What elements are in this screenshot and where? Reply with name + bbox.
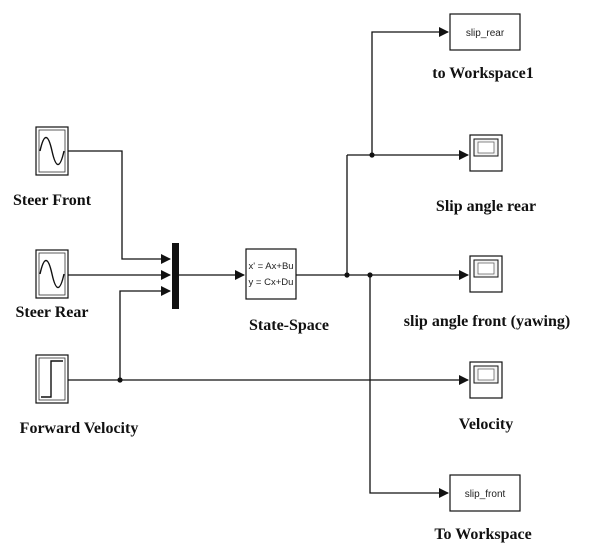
forward-velocity-label: Forward Velocity <box>19 420 139 437</box>
scope-velocity-block[interactable] <box>469 361 503 399</box>
signal-steer-front[interactable] <box>68 150 171 264</box>
state-space-eq-line1: x' = Ax+Bu <box>248 261 293 272</box>
sine-wave-icon <box>39 259 65 289</box>
steer-front-block[interactable] <box>35 126 69 176</box>
steer-rear-label: Steer Rear <box>15 304 89 321</box>
to-workspace1-var: slip_rear <box>466 28 505 39</box>
to-workspace-block[interactable]: slip_front <box>449 474 521 512</box>
step-icon <box>41 360 63 398</box>
steer-front-label: Steer Front <box>12 192 92 209</box>
sine-wave-icon <box>39 136 65 166</box>
scope-slip-rear-block[interactable] <box>469 134 503 172</box>
state-space-block[interactable]: x' = Ax+Bu y = Cx+Du <box>245 248 297 300</box>
junction-dot <box>369 152 375 158</box>
to-workspace1-label: to Workspace1 <box>432 65 534 82</box>
state-space-label: State-Space <box>249 317 329 334</box>
state-space-eq-line2: y = Cx+Du <box>249 277 294 288</box>
scope-slip-front-block[interactable] <box>469 255 503 293</box>
to-workspace1-block[interactable]: slip_rear <box>449 13 521 51</box>
forward-velocity-block[interactable] <box>35 354 69 404</box>
scope-velocity-label: Velocity <box>458 416 514 433</box>
scope-slip-front-label: slip angle front (yawing) <box>403 313 571 330</box>
to-workspace-label: To Workspace <box>434 526 532 543</box>
junction-dot <box>367 272 373 278</box>
to-workspace-var: slip_front <box>465 489 506 500</box>
signal-to-workspace1[interactable] <box>371 27 449 155</box>
steer-rear-block[interactable] <box>35 249 69 299</box>
junction-dot <box>117 377 123 383</box>
junction-dot <box>344 272 350 278</box>
signal-to-workspace[interactable] <box>369 275 449 498</box>
scope-slip-rear-label: Slip angle rear <box>435 198 537 215</box>
signal-velocity-branch[interactable] <box>119 286 171 380</box>
mux-block[interactable] <box>172 243 179 309</box>
